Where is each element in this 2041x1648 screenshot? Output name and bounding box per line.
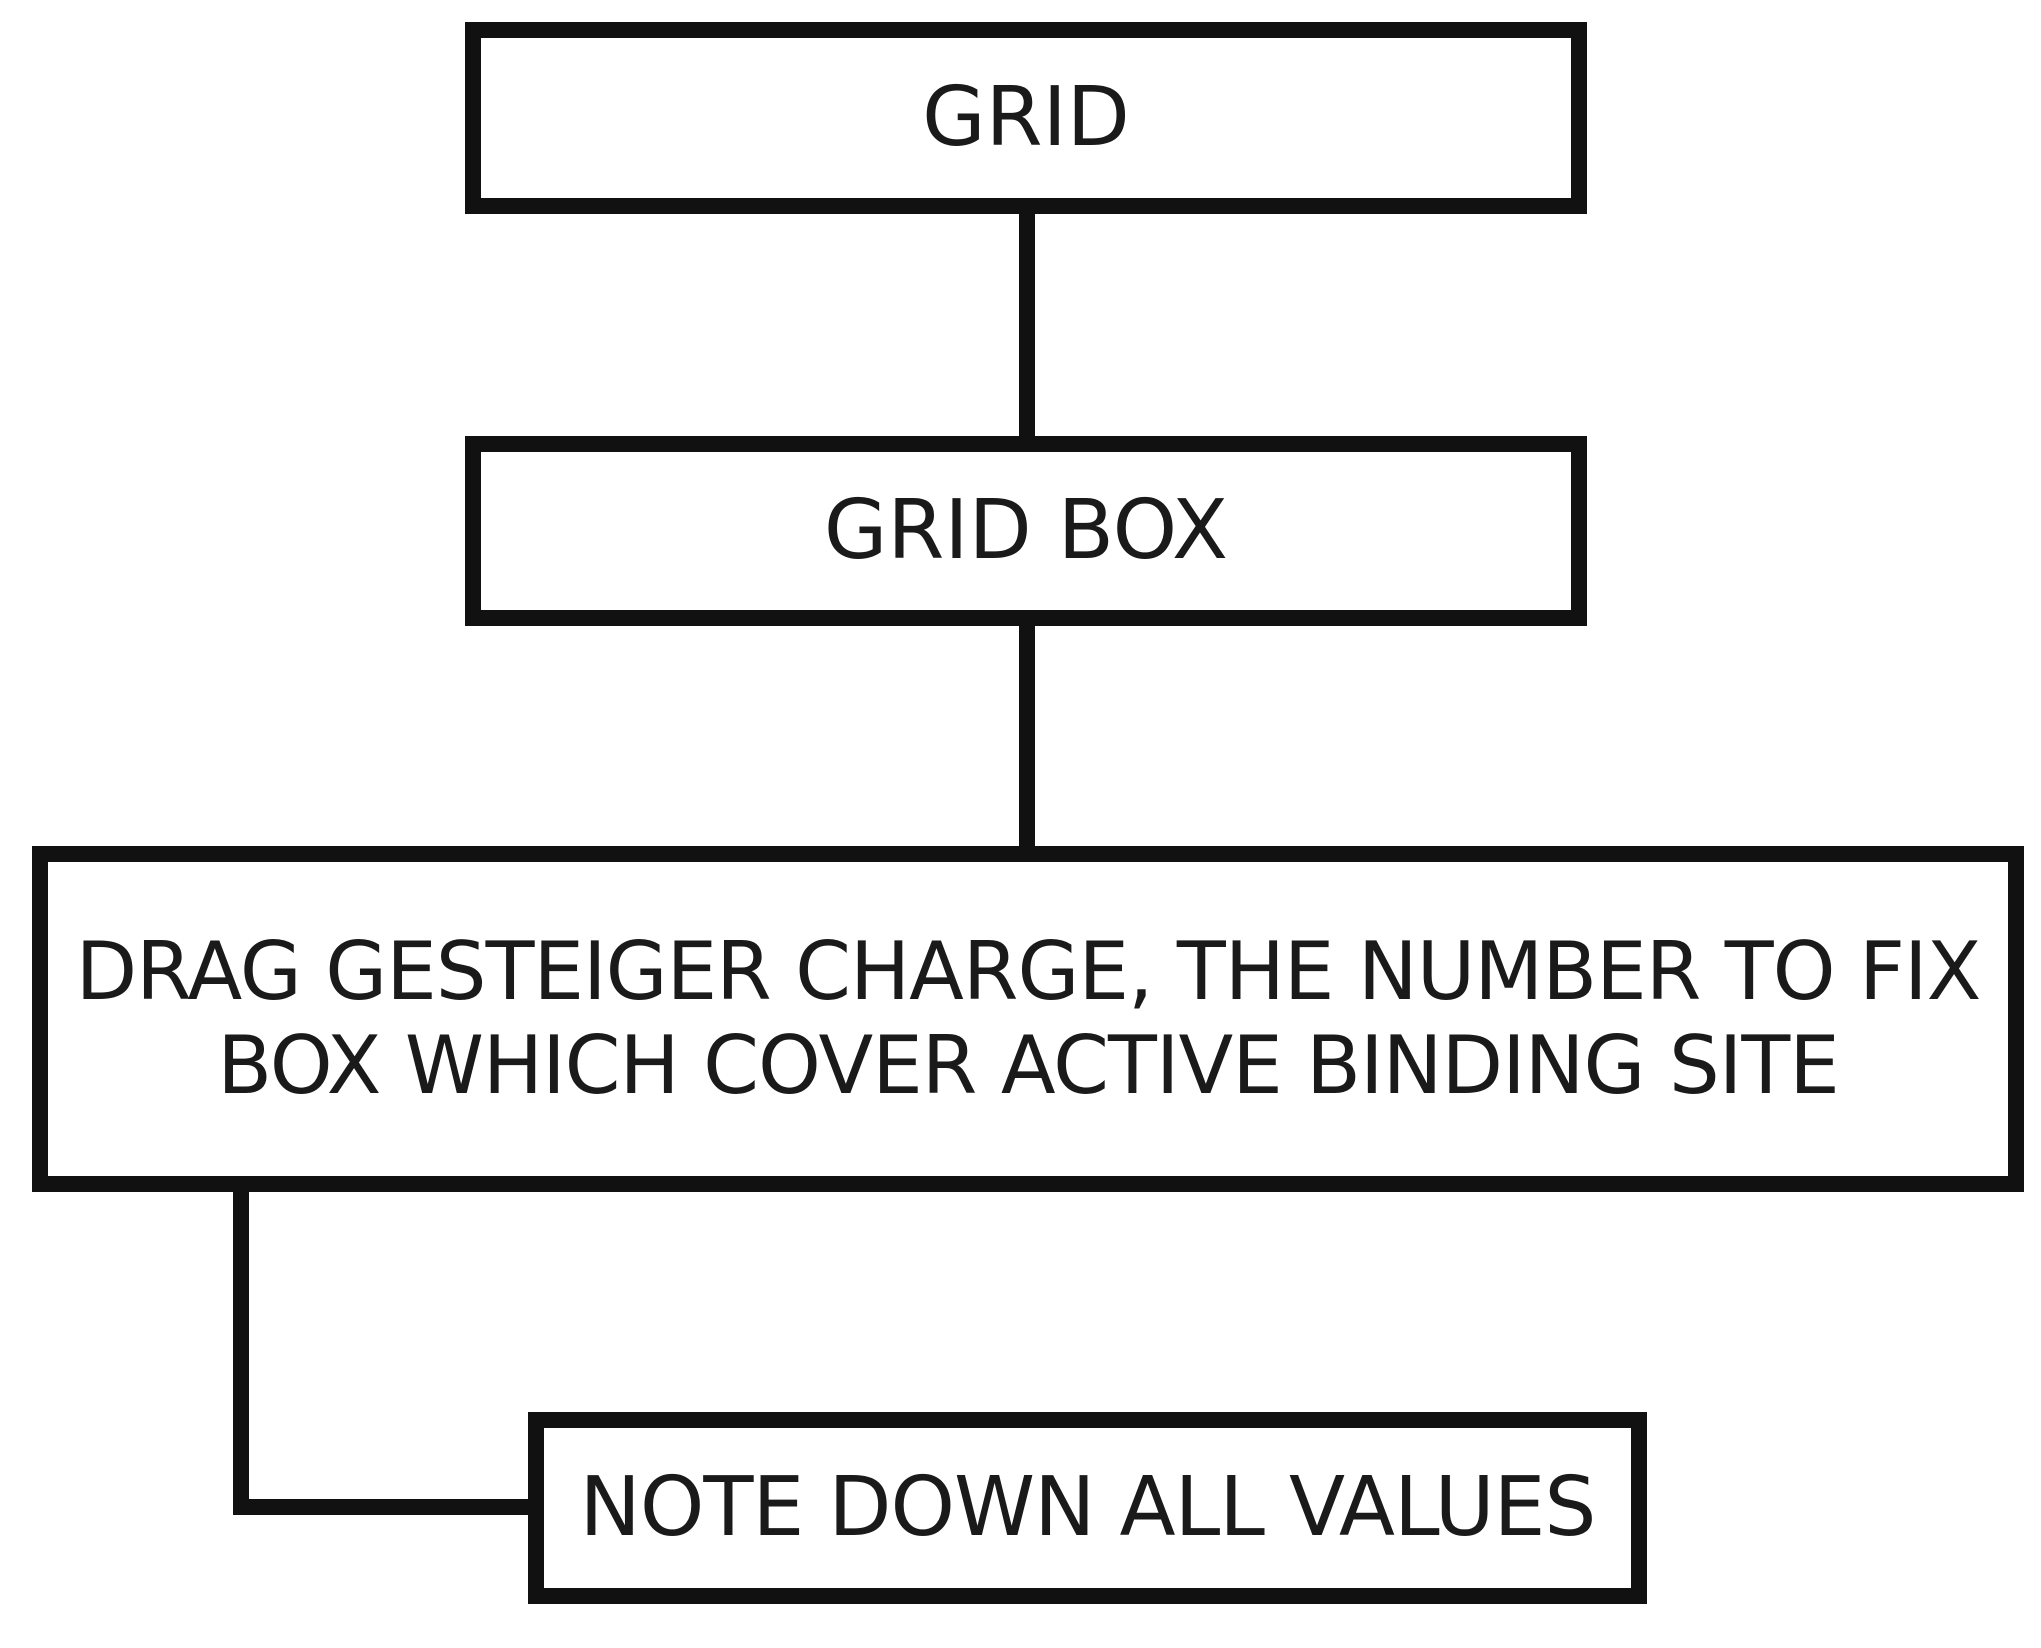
connector-drag-charge-to-note-vertical — [233, 1192, 249, 1515]
connector-drag-charge-to-note-horizontal — [233, 1499, 544, 1515]
node-grid-box: GRID BOX — [465, 436, 1587, 626]
node-drag-gesteiger-charge: DRAG GESTEIGER CHARGE, THE NUMBER TO FIX… — [32, 846, 2024, 1192]
connector-grid-box-to-drag-charge — [1019, 626, 1035, 846]
node-note-down-values-label: NOTE DOWN ALL VALUES — [579, 1459, 1597, 1555]
node-grid-box-label: GRID BOX — [823, 482, 1229, 578]
node-drag-gesteiger-charge-label: DRAG GESTEIGER CHARGE, THE NUMBER TO FIX… — [75, 924, 1982, 1112]
node-note-down-values: NOTE DOWN ALL VALUES — [528, 1412, 1647, 1604]
node-grid: GRID — [465, 22, 1587, 214]
node-grid-label: GRID — [922, 69, 1130, 165]
connector-grid-to-grid-box — [1019, 214, 1035, 436]
